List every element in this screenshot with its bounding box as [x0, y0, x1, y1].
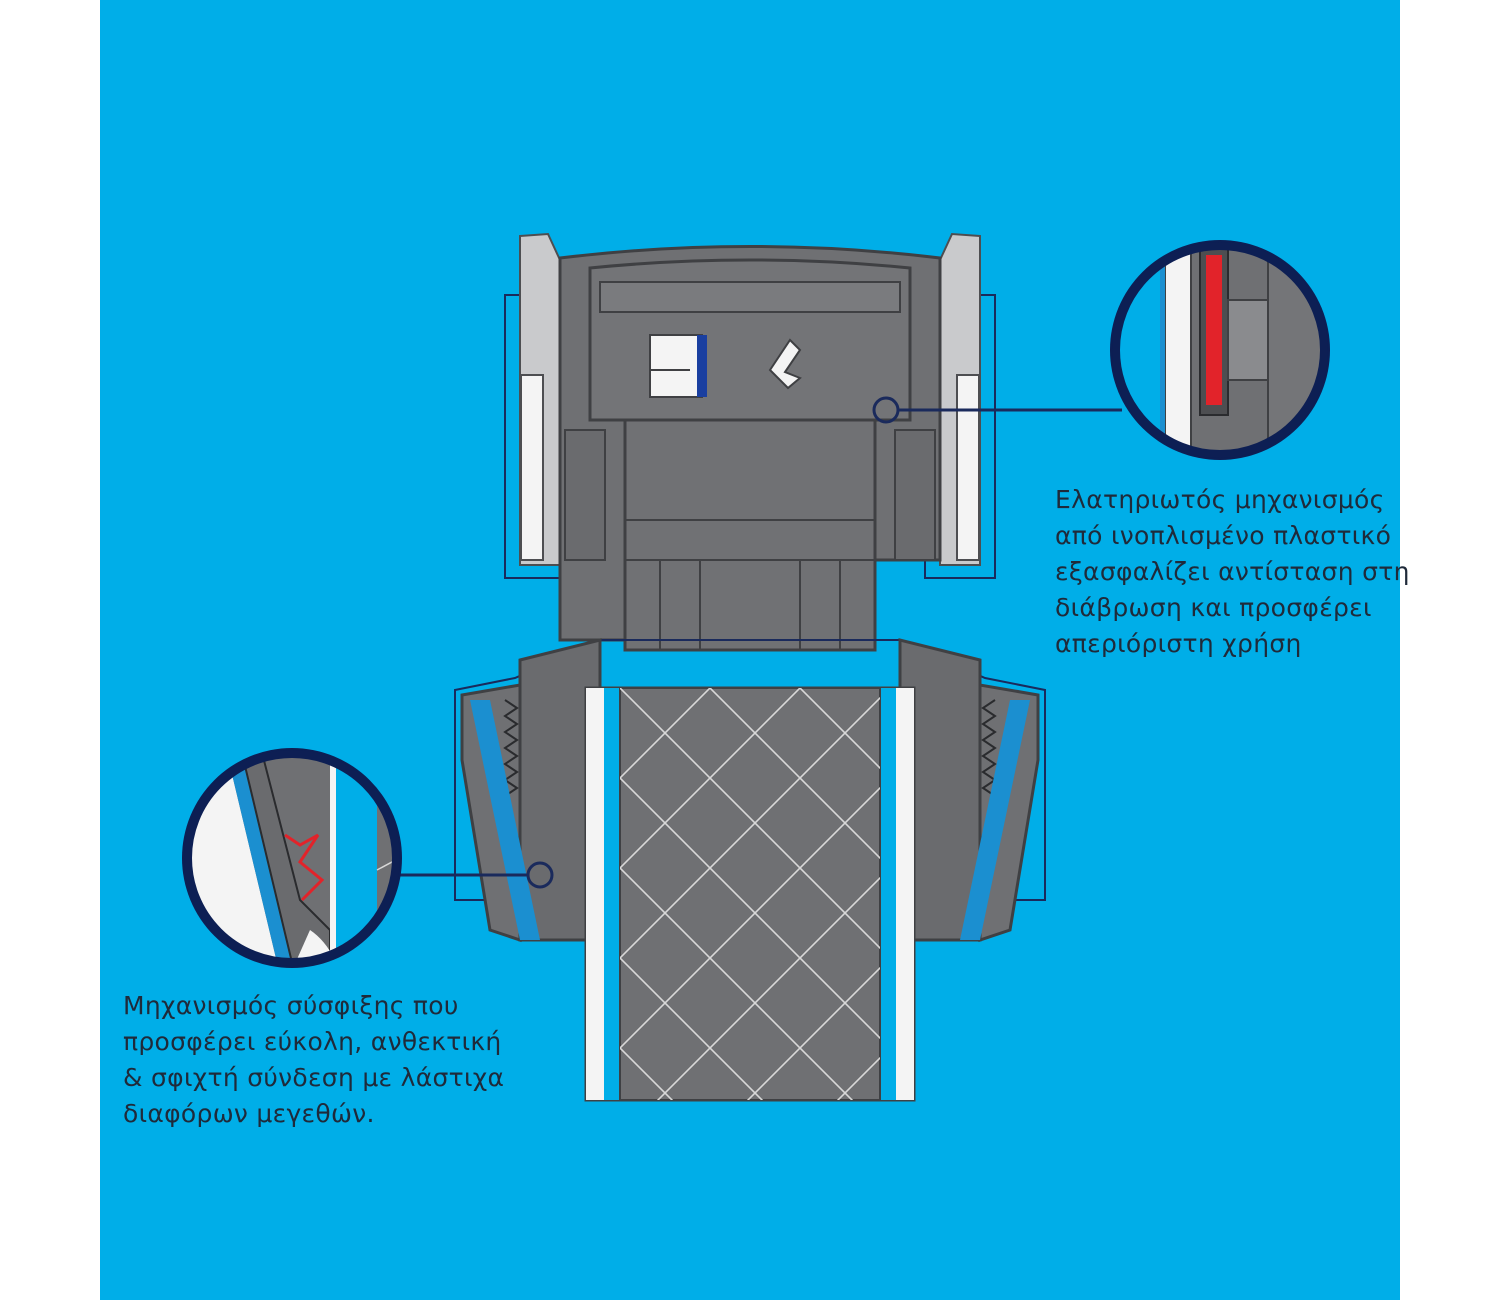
- callout-line: Ελατηριωτός μηχανισμός: [1055, 485, 1385, 514]
- callout-line: Μηχανισμός σύσφιξης που: [123, 991, 459, 1020]
- hose: [584, 686, 916, 1102]
- connector-upper-body: [504, 232, 996, 652]
- zoom-inset-clamping-mechanism: [182, 748, 402, 968]
- connector-lower-nut: [454, 638, 1046, 943]
- callout-line: προσφέρει εύκολη, ανθεκτική: [123, 1027, 502, 1056]
- callout-line: απεριόριστη χρήση: [1055, 629, 1302, 658]
- callout-text-spring-mechanism: Ελατηριωτός μηχανισμός από ινοπλισμένο π…: [1055, 482, 1410, 662]
- callout-text-clamping-mechanism: Μηχανισμός σύσφιξης που προσφέρει εύκολη…: [123, 988, 504, 1132]
- callout-line: εξασφαλίζει αντίσταση στη: [1055, 557, 1410, 586]
- callout-line: από ινοπλισμένο πλαστικό: [1055, 521, 1392, 550]
- callout-line: & σφιχτή σύνδεση με λάστιχα: [123, 1063, 505, 1092]
- callout-right-leader: [872, 396, 1122, 424]
- zoom-inset-spring-mechanism: [1110, 240, 1330, 460]
- callout-line: διαφόρων μεγεθών.: [123, 1099, 375, 1128]
- callout-left-leader: [398, 861, 554, 889]
- callout-line: διάβρωση και προσφέρει: [1055, 593, 1372, 622]
